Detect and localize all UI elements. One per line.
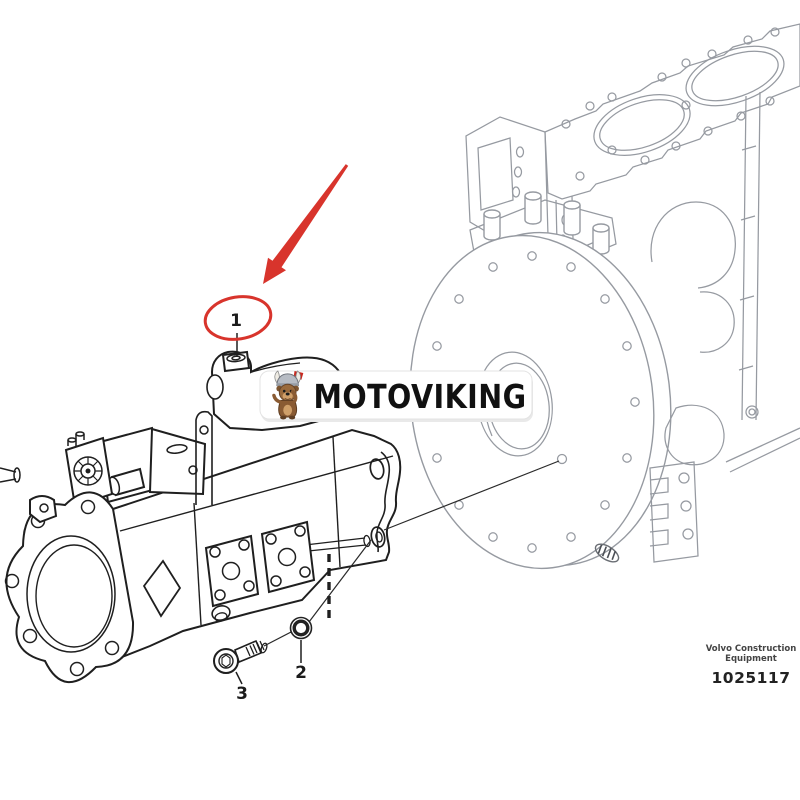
callout-1-label: 1 [230, 311, 242, 331]
bolt-pilot-hole [556, 453, 568, 465]
washer-part-drawing [289, 616, 313, 640]
callout-3: 3 [235, 671, 248, 704]
footer-company-line2: Equipment [725, 654, 777, 664]
port-pad [204, 534, 260, 608]
red-circle-annotation [203, 295, 273, 341]
watermark-brand-text: MOTOVIKING [314, 377, 527, 416]
footer-block: Volvo Construction Equipment 1025117 [706, 644, 797, 687]
bolt-part-drawing [213, 639, 268, 674]
callout-3-label: 3 [236, 684, 248, 704]
red-arrow-annotation [263, 164, 349, 284]
footer-company-line1: Volvo Construction [706, 644, 797, 654]
part1-port [226, 353, 246, 363]
callout-3-leader [235, 671, 243, 685]
callout-2: 2 [295, 640, 307, 683]
viking-dog-mascot-icon [272, 370, 304, 420]
port-pad [260, 520, 316, 594]
pump-front-flange [4, 491, 135, 684]
mounting-studs [483, 191, 610, 255]
gear-coupling [73, 456, 103, 486]
footer-part-number: 1025117 [712, 669, 791, 687]
callout-2-label: 2 [295, 663, 307, 683]
pump-assembly-drawing [0, 350, 402, 684]
control-valve-stack [0, 426, 207, 536]
bottom-plug [594, 543, 620, 563]
bolt-axis-leader-line [263, 460, 560, 647]
deck-bolt-holes [561, 27, 780, 181]
watermark-band: MOTOVIKING [259, 370, 533, 422]
callout-1: 1 [230, 311, 242, 357]
